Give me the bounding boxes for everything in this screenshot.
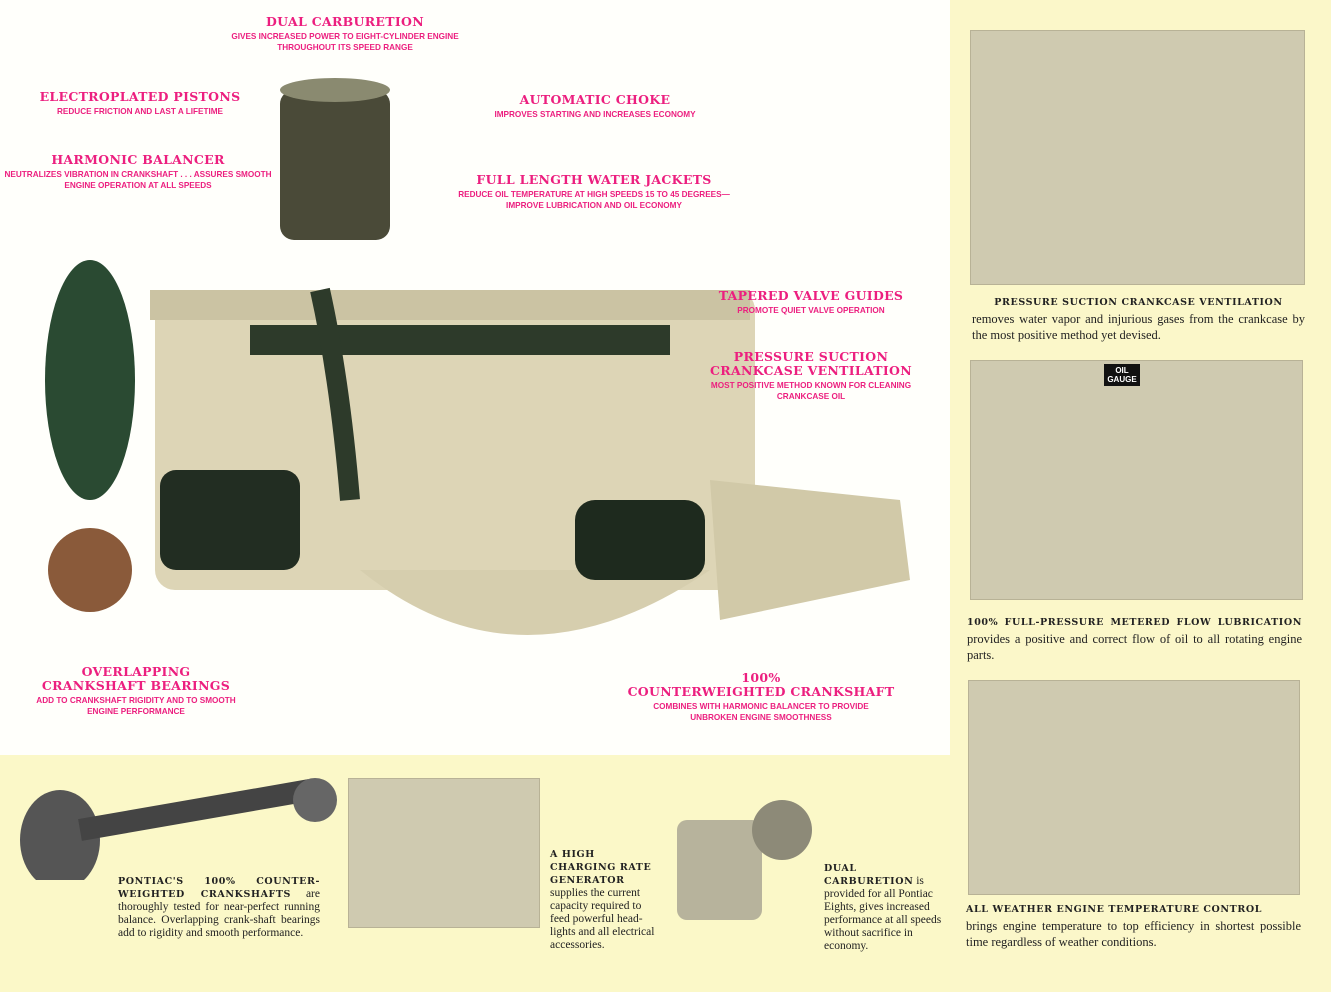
- air-cleaner: [280, 90, 390, 240]
- callout-automatic-choke: AUTOMATIC CHOKE IMPROVES STARTING AND INC…: [494, 93, 695, 120]
- callout-title: TAPERED VALVE GUIDES: [718, 288, 904, 303]
- callout-harmonic-balancer: HARMONIC BALANCER NEUTRALIZES VIBRATION I…: [4, 153, 271, 191]
- temperature-photo: [968, 680, 1300, 895]
- callout-text: REDUCE OIL TEMPERATURE AT HIGH SPEEDS 15…: [458, 190, 730, 199]
- callout-text: UNBROKEN ENGINE SMOOTHNESS: [690, 713, 832, 722]
- crankshafts-caption: PONTIAC'S 100% COUNTER-WEIGHTED CRANKSHA…: [118, 876, 320, 939]
- callout-text: NEUTRALIZES VIBRATION IN CRANKSHAFT . . …: [4, 170, 272, 179]
- generator-photo: [348, 778, 540, 928]
- callout-text: COMBINES WITH HARMONIC BALANCER TO PROVI…: [653, 702, 869, 711]
- generator-caption: A HIGH CHARGING RATE GENERATOR supplies …: [550, 849, 655, 951]
- callout-text: IMPROVES STARTING AND INCREASES ECONOMY: [494, 110, 696, 119]
- callout-dual-carburetion: DUAL CARBURETION GIVES INCREASED POWER TO…: [231, 15, 458, 53]
- callout-text: CRANKCASE OIL: [776, 392, 846, 401]
- generator: [575, 500, 705, 580]
- callout-text: ENGINE PERFORMANCE: [87, 707, 185, 716]
- engine-illustration: [45, 78, 910, 635]
- callout-title: PRESSURE SUCTION: [733, 349, 889, 364]
- callout-text: ENGINE OPERATION AT ALL SPEEDS: [64, 181, 212, 190]
- callout-water-jackets: FULL LENGTH WATER JACKETS REDUCE OIL TEMP…: [458, 173, 730, 211]
- callout-title: CRANKCASE VENTILATION: [710, 363, 912, 378]
- lubrication-caption: 100% FULL-PRESSURE METERED FLOW LUBRICAT…: [967, 617, 1302, 662]
- fan: [45, 260, 135, 500]
- callout-title: HARMONIC BALANCER: [51, 152, 225, 167]
- callout-title: ELECTROPLATED PISTONS: [39, 89, 241, 104]
- crankshaft-photo: [20, 778, 337, 880]
- callout-title: FULL LENGTH WATER JACKETS: [476, 172, 712, 187]
- callout-text: IMPROVE LUBRICATION AND OIL ECONOMY: [506, 201, 682, 210]
- callout-title: DUAL CARBURETION: [266, 14, 424, 29]
- oil-gauge-label: OIL GAUGE: [1104, 364, 1140, 386]
- starter: [160, 470, 300, 570]
- callout-tapered-valve-guides: TAPERED VALVE GUIDES PROMOTE QUIET VALVE …: [719, 289, 903, 316]
- callout-title: COUNTERWEIGHTED CRANKSHAFT: [627, 684, 895, 699]
- callout-text: THROUGHOUT ITS SPEED RANGE: [277, 43, 413, 52]
- harmonic-balancer-pulley: [48, 528, 132, 612]
- callout-electroplated-pistons: ELECTROPLATED PISTONS REDUCE FRICTION AND…: [40, 90, 241, 117]
- callout-text: ADD TO CRANKSHAFT RIGIDITY AND TO SMOOTH: [36, 696, 236, 705]
- carburetor-photo: [677, 800, 812, 920]
- callout-text: REDUCE FRICTION AND LAST A LIFETIME: [56, 107, 224, 116]
- callout-title: 100%: [741, 670, 781, 685]
- callout-text: GIVES INCREASED POWER TO EIGHT-CYLINDER …: [231, 32, 459, 41]
- callout-text: MOST POSITIVE METHOD KNOWN FOR CLEANING: [710, 381, 912, 390]
- lubrication-photo: OIL GAUGE: [970, 360, 1303, 600]
- valve-cover-bar: [250, 325, 670, 355]
- callout-counterweighted: 100%COUNTERWEIGHTED CRANKSHAFT COMBINES W…: [628, 671, 895, 723]
- callout-title: OVERLAPPING: [81, 664, 191, 679]
- callout-text: PROMOTE QUIET VALVE OPERATION: [737, 306, 885, 315]
- callout-title: AUTOMATIC CHOKE: [519, 92, 671, 107]
- callout-title: CRANKSHAFT BEARINGS: [41, 678, 231, 693]
- carburetion-caption: DUAL CARBURETION is provided for all Pon…: [824, 863, 942, 952]
- ventilation-photo: [970, 30, 1305, 285]
